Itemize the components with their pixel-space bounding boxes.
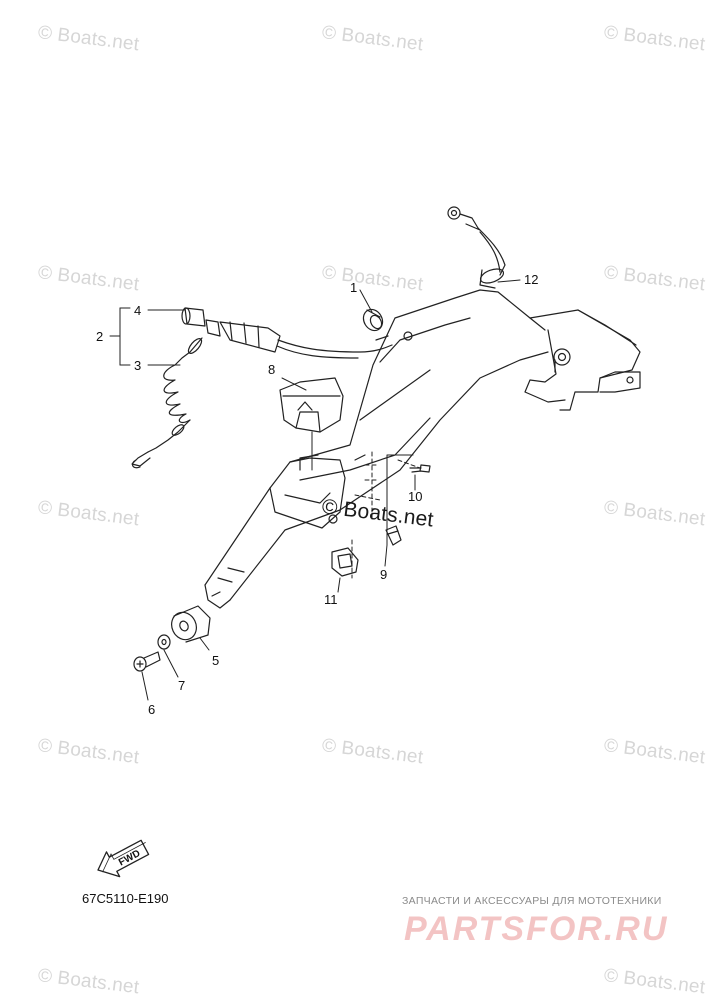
callout-5: 5 xyxy=(212,653,219,668)
cover-part-8 xyxy=(279,377,344,433)
callout-3: 3 xyxy=(134,358,141,373)
stop-switch-part-2 xyxy=(205,319,393,359)
callout-9: 9 xyxy=(380,567,387,582)
bracket-part-11 xyxy=(331,547,359,577)
callout-labels: 1 2 3 4 5 6 7 8 9 10 11 12 xyxy=(96,272,538,717)
callout-2: 2 xyxy=(96,329,103,344)
callout-1: 1 xyxy=(350,280,357,295)
dashed-guides xyxy=(351,451,421,579)
callout-6: 6 xyxy=(148,702,155,717)
screw-part-6 xyxy=(133,651,161,672)
diagram-code: 67C5110-E190 xyxy=(82,891,169,906)
callout-12: 12 xyxy=(524,272,538,287)
callout-10: 10 xyxy=(408,489,422,504)
callout-4: 4 xyxy=(134,303,141,318)
grip-cap-part-5 xyxy=(171,605,211,643)
callout-7: 7 xyxy=(178,678,185,693)
leader-lines xyxy=(109,279,521,701)
callout-8: 8 xyxy=(268,362,275,377)
brand-logo: PARTSFOR.RU xyxy=(404,910,669,948)
brand-tagline: ЗАПЧАСТИ И АКСЕССУАРЫ ДЛЯ МОТОТЕХНИКИ xyxy=(402,895,662,907)
cap-part-4 xyxy=(181,307,206,327)
washer-part-7 xyxy=(157,634,171,650)
fwd-arrow-icon: FWD xyxy=(97,839,150,878)
grommet-part-1 xyxy=(362,308,384,332)
clip-part-9 xyxy=(385,525,402,546)
lanyard-part-3 xyxy=(131,337,203,469)
callout-11: 11 xyxy=(324,592,338,607)
cable-terminal-part-12 xyxy=(447,206,506,289)
tiller-handle xyxy=(204,289,641,609)
